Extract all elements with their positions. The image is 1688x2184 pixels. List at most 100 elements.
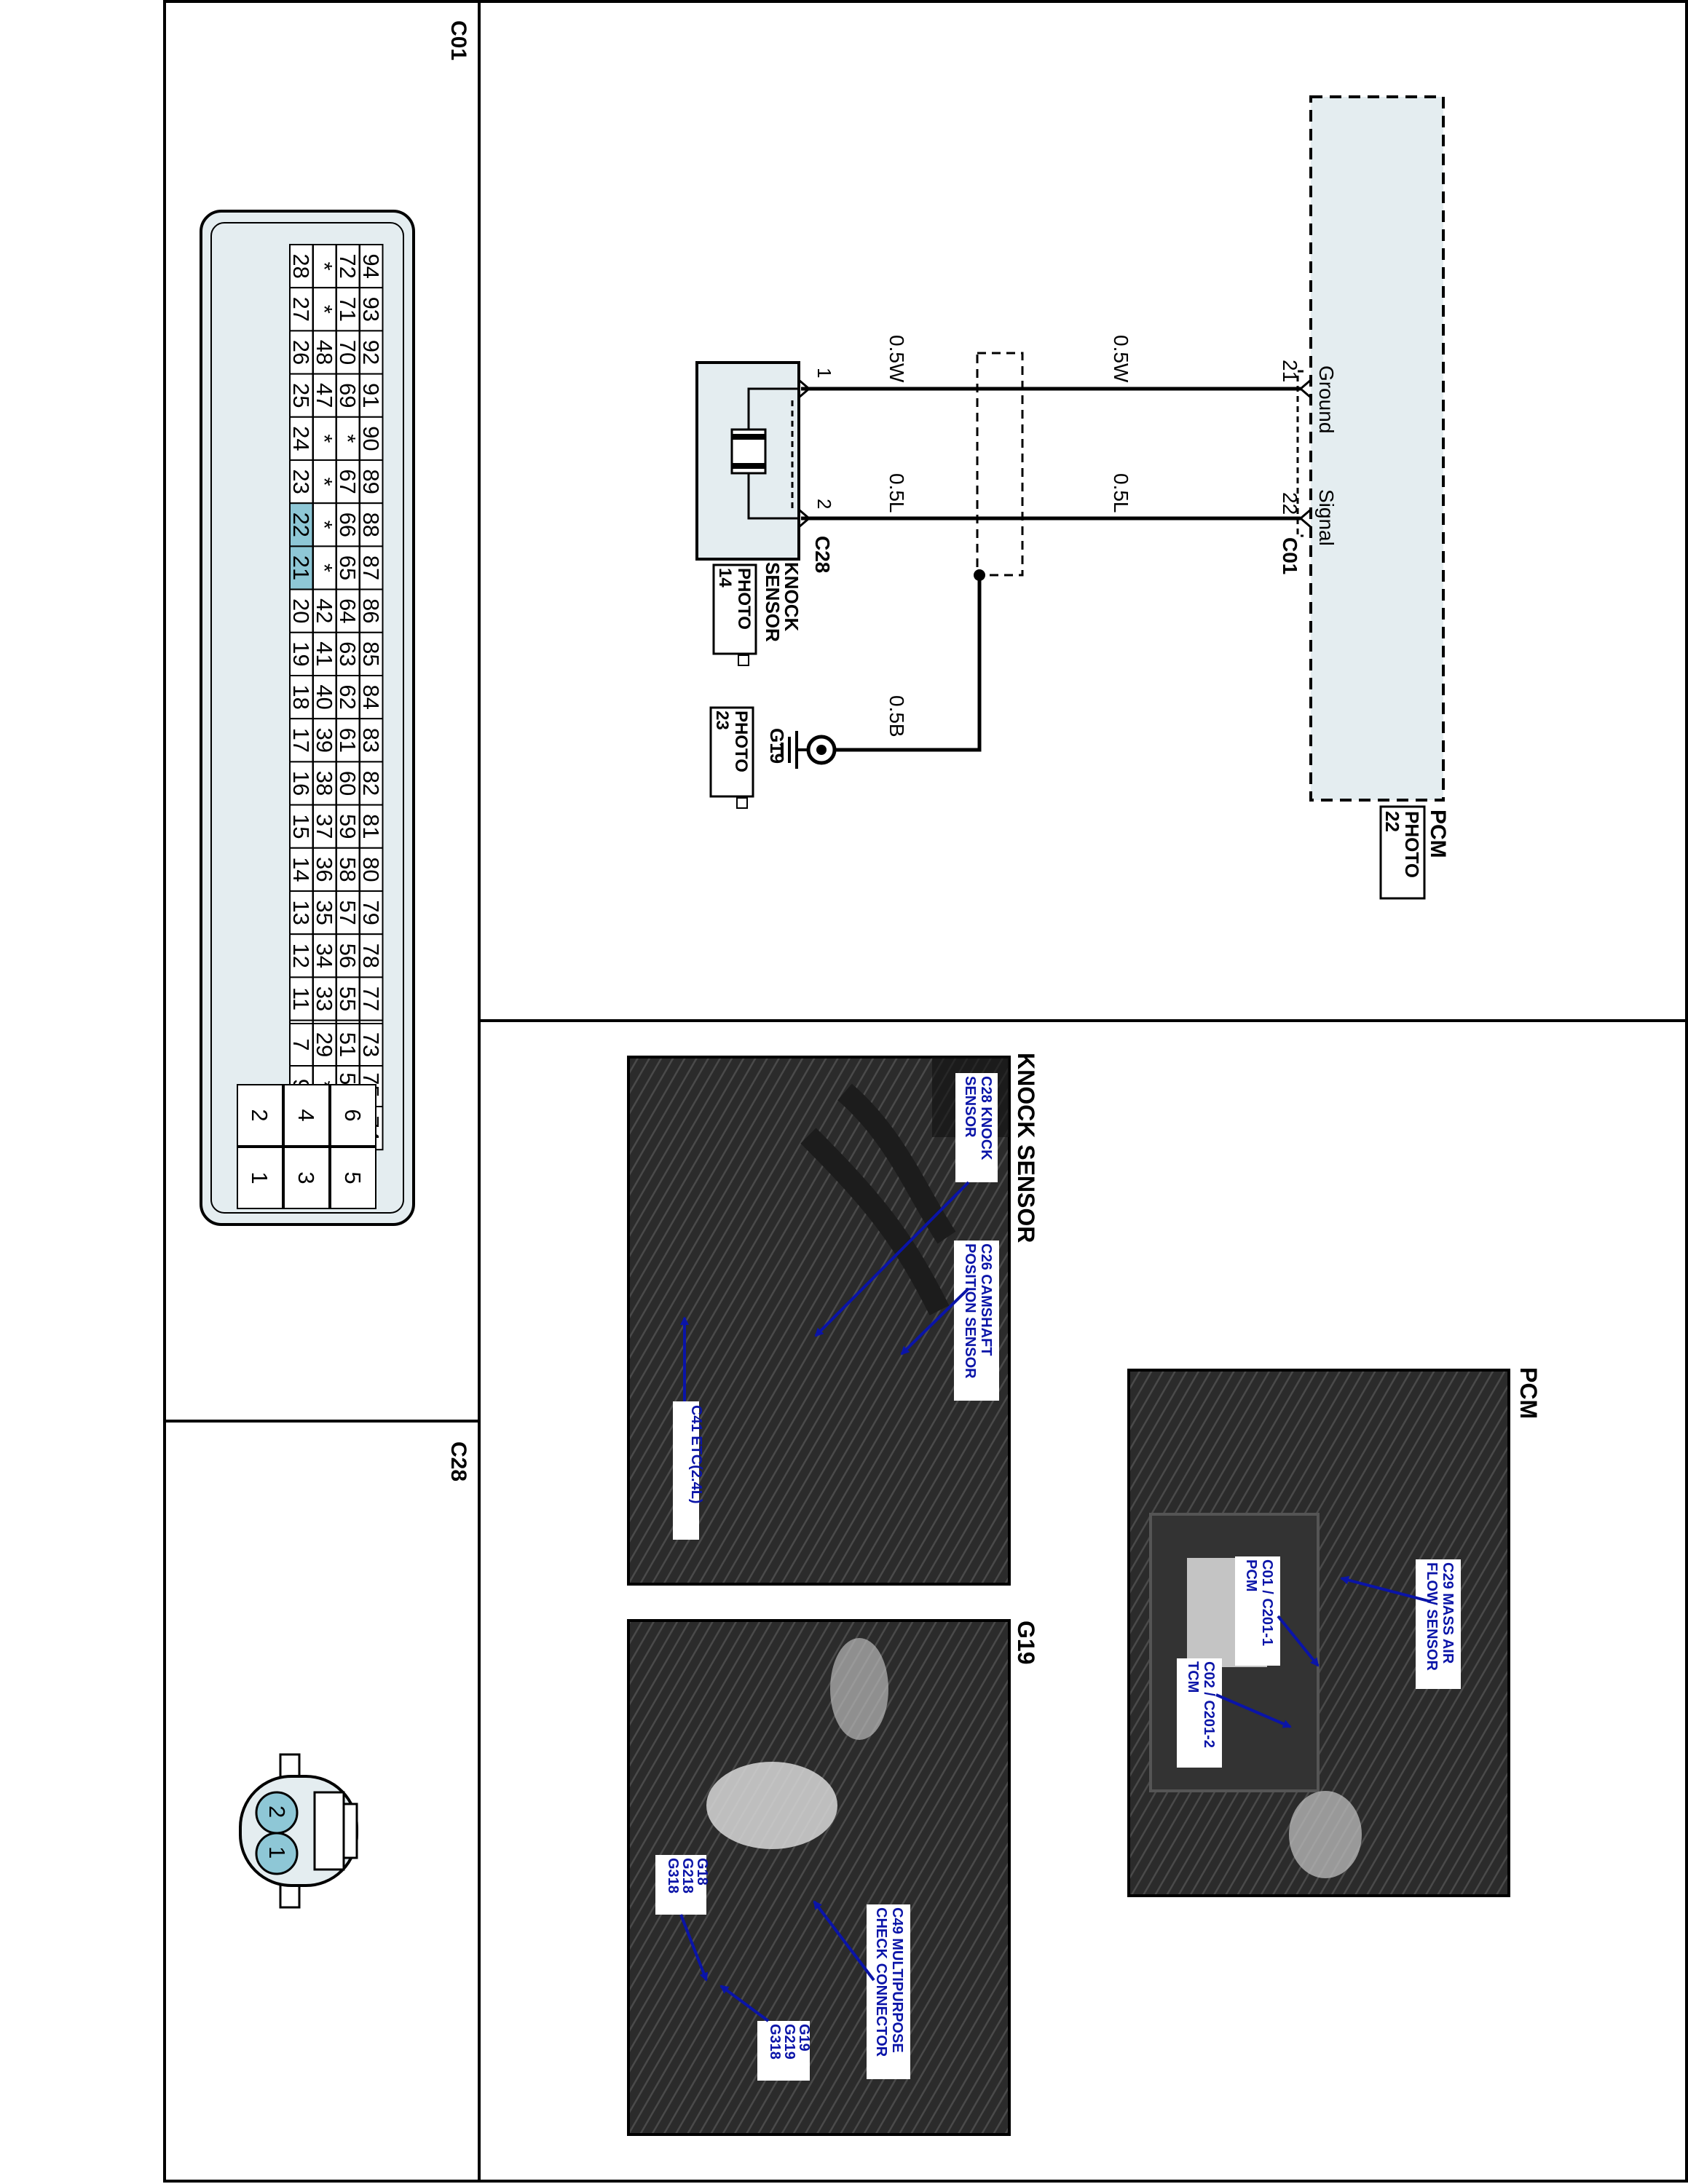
- knock-callout-c26-line1: C26 CAMSHAFT: [978, 1243, 994, 1356]
- pcm-callout-c02-line2: TCM: [1185, 1661, 1201, 1693]
- c01-pin-63-label: 63: [335, 641, 360, 666]
- knock-sensor-name-line2: SENSOR: [762, 562, 784, 642]
- c01-pin-80: [359, 847, 384, 893]
- knock-sensor-component: 1 2 C28 KNOCK SENSOR PHOTO 14: [695, 361, 835, 666]
- c01-pin-77-label: 77: [358, 986, 384, 1011]
- c01-pin-85-label: 85: [358, 641, 384, 666]
- c01-pin-71-label: 71: [335, 297, 360, 322]
- c01-pin-3: [283, 1147, 330, 1209]
- knock-sensor-photo-word: PHOTO: [734, 568, 754, 630]
- c01-pin-blank: [312, 545, 337, 590]
- knock-sensor-photo-num: 14: [715, 568, 735, 587]
- c01-pin-20-label: 20: [288, 598, 314, 623]
- c01-pin-88-label: 88: [358, 513, 384, 537]
- c01-pin-29-label: 29: [312, 1032, 337, 1057]
- c01-pin-36: [312, 847, 337, 893]
- c01-pin-70: [336, 330, 360, 375]
- c01-pin-81-label: 81: [358, 814, 384, 839]
- c01-pin-13-label: 13: [288, 900, 314, 925]
- c01-pin-47-label: 47: [312, 383, 337, 408]
- c01-pin-blank: [336, 416, 360, 461]
- c01-section-title: C01: [446, 20, 470, 60]
- knock-sensor-photo-panel: KNOCK SENSOR C28 KNOCK SENSOR C26 CAMSHA…: [627, 1053, 1039, 1586]
- pcm-component: PCM PHOTO 22 Ground Signal 21 22 C01: [1279, 95, 1450, 900]
- c01-pin-89-label: 89: [358, 469, 384, 494]
- c01-connector-face: 9493929190898887868584838281807978777675…: [200, 210, 415, 1226]
- c01-pin-35-label: 35: [312, 900, 337, 925]
- c28-pin-1-label: 1: [264, 1846, 290, 1859]
- c01-pin-87-label: 87: [358, 555, 384, 580]
- c01-pin-48-label: 48: [312, 340, 337, 365]
- c01-pin-blank-label: *: [335, 434, 360, 443]
- c01-pin-70-label: 70: [335, 340, 360, 365]
- c01-pin-39-label: 39: [312, 728, 337, 753]
- frame: [163, 0, 1688, 2183]
- c01-pin-28-label: 28: [288, 253, 314, 278]
- g19-callout-g18-line1: G18: [694, 1858, 710, 1886]
- c01-pin-40-label: 40: [312, 684, 337, 709]
- c01-pin-40: [312, 675, 337, 720]
- c01-pin-51: [336, 1023, 360, 1067]
- knock-sensor-connector-id: C28: [811, 536, 834, 573]
- c01-pin-1-label: 1: [247, 1171, 272, 1184]
- c01-pin-35: [312, 890, 337, 935]
- c01-pin-15: [289, 804, 314, 849]
- c01-pin-1: [237, 1147, 283, 1209]
- c01-pin-73-label: 73: [358, 1032, 384, 1057]
- c01-pin-60-label: 60: [335, 771, 360, 796]
- c01-pin-47: [312, 373, 337, 418]
- g19-photo-box: [709, 706, 754, 798]
- c01-pin-91-label: 91: [358, 383, 384, 408]
- knock-sensor-name-line1: KNOCK: [781, 562, 802, 632]
- g19-ground: G19 PHOTO 23: [709, 706, 837, 809]
- knock-callout-c28-line1: C28 KNOCK: [978, 1076, 994, 1160]
- c01-pin-17-label: 17: [288, 728, 314, 753]
- knock-callout-c41: C41 ETC(2.4L): [688, 1405, 704, 1504]
- c01-pin-20: [289, 588, 314, 633]
- pcm-photo-word: PHOTO: [1401, 811, 1423, 878]
- c01-pin-7-label: 7: [288, 1038, 314, 1051]
- c01-pin-11: [289, 976, 314, 1021]
- pcm-callout-c01-line1: C01 / C201-1: [1259, 1559, 1275, 1646]
- c01-pin-5-label: 5: [340, 1171, 366, 1184]
- c01-pin-58-label: 58: [335, 857, 360, 882]
- c01-pin-79-label: 79: [358, 900, 384, 925]
- c01-pin-65-label: 65: [335, 555, 360, 580]
- g19-callout-c49-line1: C49 MULTIPURPOSE: [889, 1907, 905, 2053]
- wires: 0.5W 0.5L 0.5W 0.5L 0.5B: [801, 335, 1301, 752]
- c01-pin-38-label: 38: [312, 771, 337, 796]
- c01-pin-55: [336, 976, 360, 1021]
- c01-pin-26-label: 26: [288, 340, 314, 365]
- g19-callout-g18-line3: G318: [665, 1858, 681, 1894]
- c01-pin-60: [336, 761, 360, 806]
- c01-pin-blank: [312, 287, 337, 332]
- c01-pin-66-label: 66: [335, 513, 360, 537]
- wire-label-shield: 0.5B: [886, 695, 908, 737]
- g19-photo-num: 23: [712, 711, 732, 730]
- c01-pin-86-label: 86: [358, 598, 384, 623]
- c01-pin-3-label: 3: [293, 1171, 319, 1184]
- g19-photo-word: PHOTO: [731, 711, 751, 772]
- c01-pin-41-label: 41: [312, 641, 337, 666]
- c28-connector-face: 2 1: [239, 1753, 358, 1909]
- g19-callout-g19-line2: G219: [781, 2024, 797, 2060]
- wire-label-lower-ground: 0.5W: [886, 335, 908, 383]
- c01-pin-57: [336, 890, 360, 935]
- g19-callout-c49-line2: CHECK CONNECTOR: [873, 1907, 889, 2057]
- c01-pin-56-label: 56: [335, 943, 360, 968]
- knock-callout-c28-line2: SENSOR: [962, 1076, 978, 1138]
- pcm-callout-c01-line2: PCM: [1243, 1559, 1259, 1591]
- wire-label-lower-signal: 0.5L: [886, 473, 908, 513]
- c01-pin-6: [330, 1084, 376, 1147]
- c01-pin-5: [330, 1147, 376, 1209]
- g19-callout-g18-line2: G218: [679, 1858, 695, 1894]
- c01-pin-14-label: 14: [288, 857, 314, 882]
- c01-pin-67-label: 67: [335, 469, 360, 494]
- c01-pin-2-label: 2: [247, 1109, 272, 1121]
- c01-pin-72: [336, 244, 360, 289]
- c01-pin-blank-label: *: [312, 521, 337, 529]
- pcm-box: [1309, 95, 1445, 802]
- c01-pin-blank-label: *: [312, 305, 337, 314]
